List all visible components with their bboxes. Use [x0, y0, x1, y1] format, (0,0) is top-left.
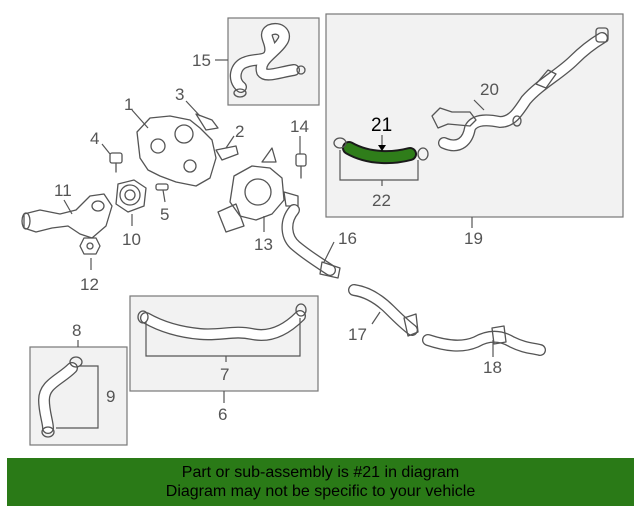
- callout-10: 10: [122, 230, 141, 249]
- housing-part-1: [136, 113, 239, 187]
- hose-part-16: [281, 204, 341, 279]
- callout-21: 21: [371, 115, 392, 136]
- clamp-leader-22: [339, 150, 419, 186]
- callout-18: 18: [483, 358, 502, 377]
- callout-8: 8: [72, 321, 81, 340]
- callout-4: 4: [90, 129, 99, 148]
- callout-17: 17: [348, 325, 367, 344]
- callout-14: 14: [290, 117, 309, 136]
- box-part-6: [129, 295, 319, 392]
- banner-line-2: Diagram may not be specific to your vehi…: [165, 483, 476, 500]
- inlet-pipe-part-11: [21, 193, 113, 239]
- callout-11: 11: [54, 181, 72, 200]
- bolt-part-14: [295, 153, 307, 179]
- hose-part-9: [38, 356, 83, 438]
- hose-part-21-highlighted: [333, 137, 429, 165]
- hose-part-18: [422, 325, 546, 356]
- hose-part-15: [229, 23, 306, 98]
- callout-3: 3: [175, 85, 184, 104]
- callout-20: 20: [480, 80, 499, 99]
- hose-part-7: [137, 303, 307, 341]
- callout-16: 16: [338, 229, 357, 248]
- thermostat-part-10: [115, 179, 147, 213]
- bolt-part-4: [109, 152, 123, 173]
- callout-5: 5: [160, 205, 169, 224]
- callout-7: 7: [220, 365, 229, 384]
- pin-part-5: [155, 183, 169, 191]
- box-part-19: [325, 13, 624, 218]
- exploded-parts-diagram: 1 2 3 4 5 6 7 8 9 10 11 12 13 14 15 16 1…: [21, 13, 624, 446]
- callout-6: 6: [218, 405, 227, 424]
- electric-pump-part-13: [217, 147, 299, 233]
- callout-12: 12: [80, 275, 99, 294]
- callout-19: 19: [464, 229, 483, 248]
- pipe-part-17: [348, 284, 419, 337]
- callout-9: 9: [106, 387, 115, 406]
- callout-22: 22: [372, 191, 391, 210]
- banner-line-1: Part or sub-assembly is #21 in diagram: [181, 464, 460, 481]
- info-banner: Part or sub-assembly is #21 in diagram D…: [7, 458, 634, 506]
- callout-13: 13: [254, 235, 273, 254]
- callout-15: 15: [192, 51, 211, 70]
- nut-part-12: [79, 237, 101, 255]
- callout-1: 1: [124, 95, 133, 114]
- callout-2: 2: [235, 122, 244, 141]
- pipe-part-20: [431, 27, 609, 152]
